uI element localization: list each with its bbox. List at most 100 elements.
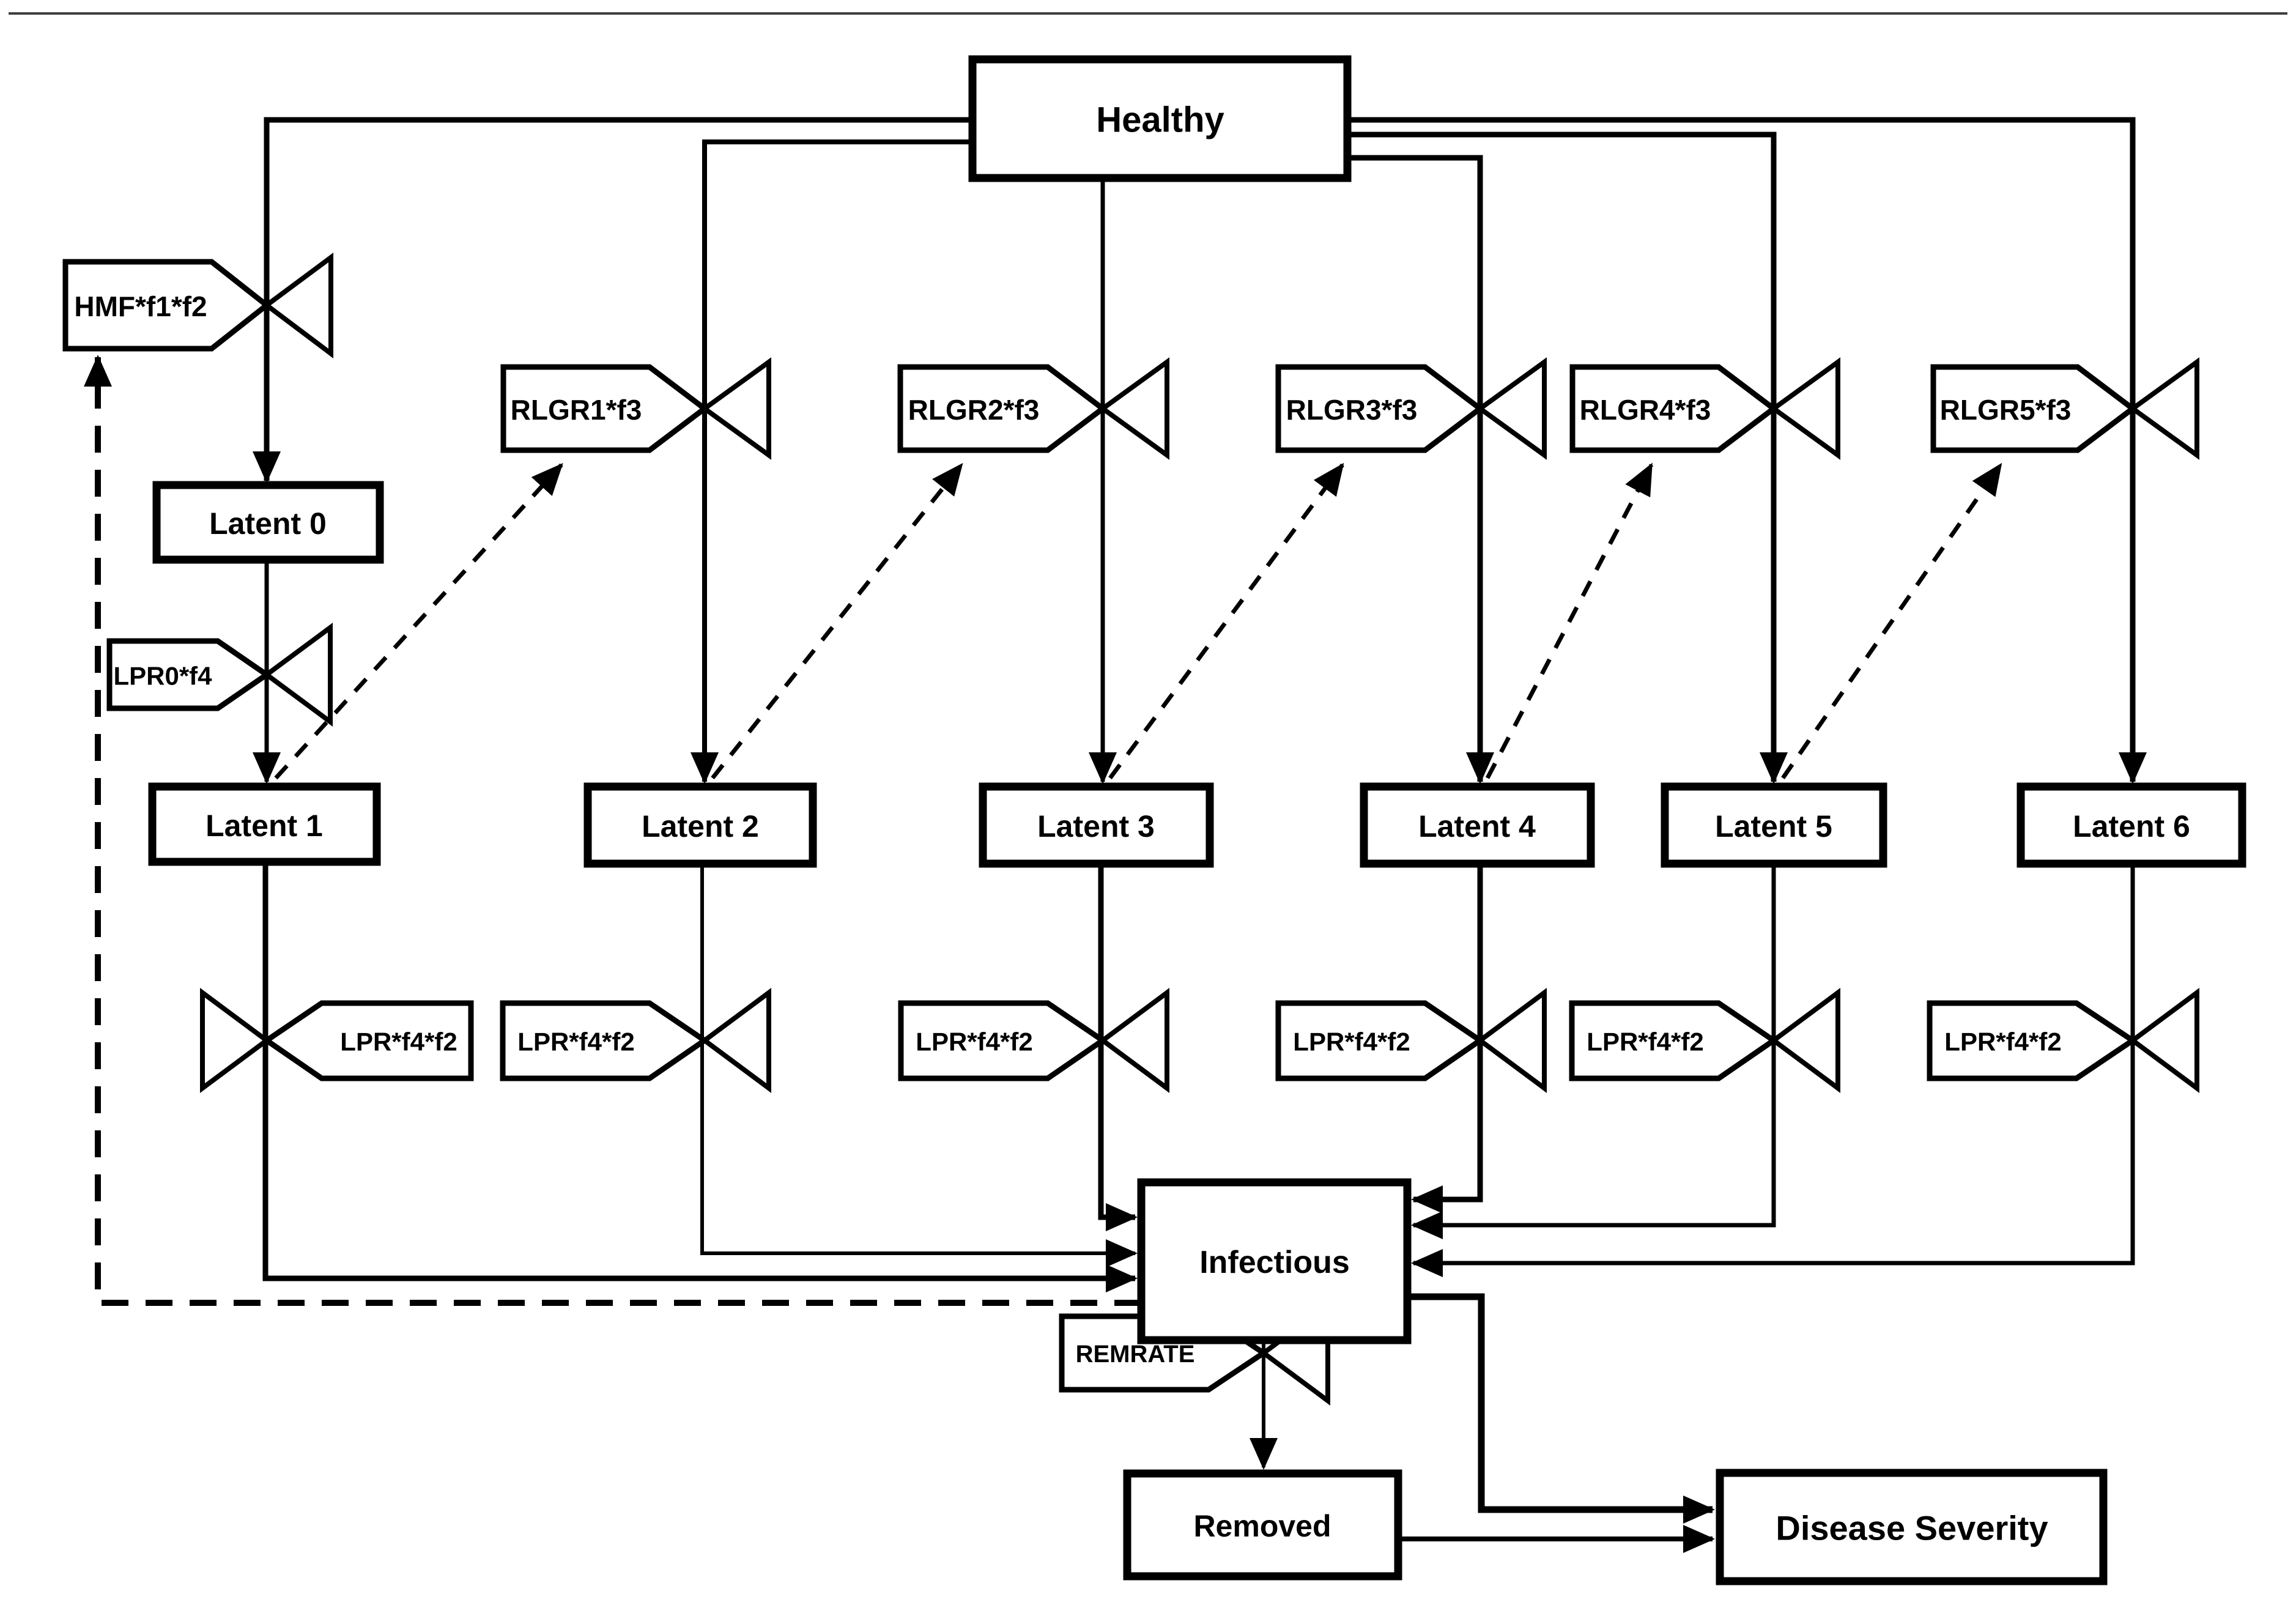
lpr6-label-flag [1927, 1000, 2138, 1081]
rlgr4-valve-icon [1769, 357, 1840, 460]
latent5-box [1661, 782, 1887, 868]
rlgr1-valve-icon [700, 357, 771, 460]
removed-label: Removed [1193, 1509, 1331, 1543]
valve-rlgr5: RLGR5*f3 [1930, 357, 2199, 460]
infectious-label: Infectious [1199, 1245, 1350, 1280]
stock-healthy: Healthy [968, 55, 1352, 182]
remrate-label: REMRATE [1076, 1341, 1195, 1368]
info-link-latent3-to-rlgr3 [1108, 462, 1344, 780]
infectious-box [1137, 1178, 1412, 1344]
lpr1-label: LPR*f4*f2 [340, 1028, 457, 1056]
latent1-label: Latent 1 [206, 809, 323, 843]
rlgr2-label: RLGR2*f3 [908, 394, 1040, 426]
lpr1-label-flag [262, 1000, 474, 1081]
valve-rlgr1: RLGR1*f3 [500, 357, 771, 460]
rlgr4-label-flag [1569, 364, 1779, 453]
lpr3-label-flag [898, 1000, 1108, 1081]
lpr0-label: LPR0*f4 [113, 662, 212, 691]
feedback-infectious-to-hmf [84, 355, 1141, 1306]
lpr2-valve-icon [700, 988, 771, 1093]
rlgr4-label: RLGR4*f3 [1580, 394, 1711, 426]
latent5-label: Latent 5 [1715, 809, 1832, 843]
stock-latent5: Latent 5 [1661, 782, 1887, 868]
rlgr3-valve-icon [1476, 357, 1547, 460]
latent2-box [583, 782, 817, 868]
rlgr3-label: RLGR3*f3 [1286, 394, 1418, 426]
latent6-box [2016, 782, 2246, 868]
latent3-box [979, 782, 1214, 868]
rlgr2-label-flag [897, 364, 1108, 453]
disease-severity-label: Disease Severity [1776, 1509, 2048, 1548]
lpr6-valve-icon [2128, 988, 2199, 1093]
info-link-latent5-to-rlgr5 [1781, 462, 2002, 779]
flow-latent3-to-infectious [1098, 864, 1138, 1231]
flow-latent6-to-infectious [1411, 864, 2135, 1277]
info-link-latent2-to-rlgr2 [711, 462, 963, 780]
valve-lpr4: LPR*f4*f2 [1275, 988, 1547, 1093]
flow-latent2-to-infectious [700, 864, 1138, 1267]
flow-latent4-to-infectious [1411, 864, 1483, 1214]
lpr5-valve-icon [1769, 988, 1840, 1093]
valve-lpr1: LPR*f4*f2 [200, 988, 474, 1093]
hmf-label: HMF*f1*f2 [74, 291, 207, 322]
lpr3-valve-icon [1098, 988, 1169, 1093]
rlgr5-valve-icon [2128, 357, 2199, 460]
rlgr5-label: RLGR5*f3 [1940, 394, 2072, 426]
healthy-box [968, 55, 1352, 182]
lpr3-label: LPR*f4*f2 [916, 1028, 1032, 1056]
rlgr3-label-flag [1275, 364, 1485, 453]
lpr0-valve-icon [262, 623, 333, 727]
flow-healthy-to-latent5 [1347, 132, 1788, 784]
lpr5-label-flag [1569, 1000, 1779, 1081]
stock-latent6: Latent 6 [2016, 782, 2246, 868]
lpr2-label-flag [500, 1000, 709, 1081]
flow-healthy-to-latent2 [691, 139, 972, 784]
stock-removed: Removed [1123, 1469, 1402, 1581]
valve-lpr6: LPR*f4*f2 [1927, 988, 2199, 1093]
healthy-label: Healthy [1096, 100, 1224, 140]
valve-lpr0: LPR0*f4 [106, 623, 333, 727]
valve-hmf: HMF*f1*f2 [62, 253, 333, 359]
lpr2-label: LPR*f4*f2 [517, 1028, 634, 1056]
valve-rlgr2: RLGR2*f3 [897, 357, 1169, 460]
latent1-box [148, 782, 381, 866]
disease-severity-box [1716, 1469, 2108, 1585]
stock-latent4: Latent 4 [1360, 782, 1595, 868]
lpr0-label-flag [106, 638, 272, 711]
lpr5-label: LPR*f4*f2 [1587, 1028, 1703, 1056]
lpr4-valve-icon [1476, 988, 1547, 1093]
latent0-label: Latent 0 [209, 506, 327, 541]
valve-rlgr3: RLGR3*f3 [1275, 357, 1547, 460]
latent3-label: Latent 3 [1037, 809, 1155, 843]
lpr4-label: LPR*f4*f2 [1293, 1028, 1410, 1056]
rlgr1-label: RLGR1*f3 [511, 394, 642, 426]
flow-healthy-to-latent0 [253, 117, 972, 483]
latent6-label: Latent 6 [2073, 809, 2190, 843]
flow-healthy-to-latent6 [1347, 117, 2147, 784]
latent0-box [152, 481, 384, 564]
info-link-latent1-to-rlgr1 [274, 463, 563, 780]
latent2-label: Latent 2 [642, 809, 759, 843]
stock-disease-severity: Disease Severity [1716, 1469, 2108, 1585]
rlgr2-valve-icon [1098, 357, 1169, 460]
valve-lpr5: LPR*f4*f2 [1569, 988, 1840, 1093]
stock-latent0: Latent 0 [152, 481, 384, 564]
stock-infectious: Infectious [1137, 1178, 1412, 1344]
valve-lpr2: LPR*f4*f2 [500, 988, 771, 1093]
hmf-label-flag [62, 259, 272, 352]
hmf-valve-icon [262, 253, 333, 359]
flow-healthy-to-latent4 [1347, 155, 1494, 784]
stock-latent1: Latent 1 [148, 782, 381, 866]
lpr4-label-flag [1275, 1000, 1485, 1081]
lpr1-valve-icon [200, 988, 271, 1093]
stock-latent3: Latent 3 [979, 782, 1214, 868]
removed-box [1123, 1469, 1402, 1581]
flow-latent5-to-infectious [1411, 864, 1776, 1239]
valve-rlgr4: RLGR4*f3 [1569, 357, 1840, 460]
flow-latent1-to-infectious [262, 862, 1138, 1292]
stock-latent2: Latent 2 [583, 782, 817, 868]
lpr6-label: LPR*f4*f2 [1944, 1028, 2061, 1056]
latent4-box [1360, 782, 1595, 868]
